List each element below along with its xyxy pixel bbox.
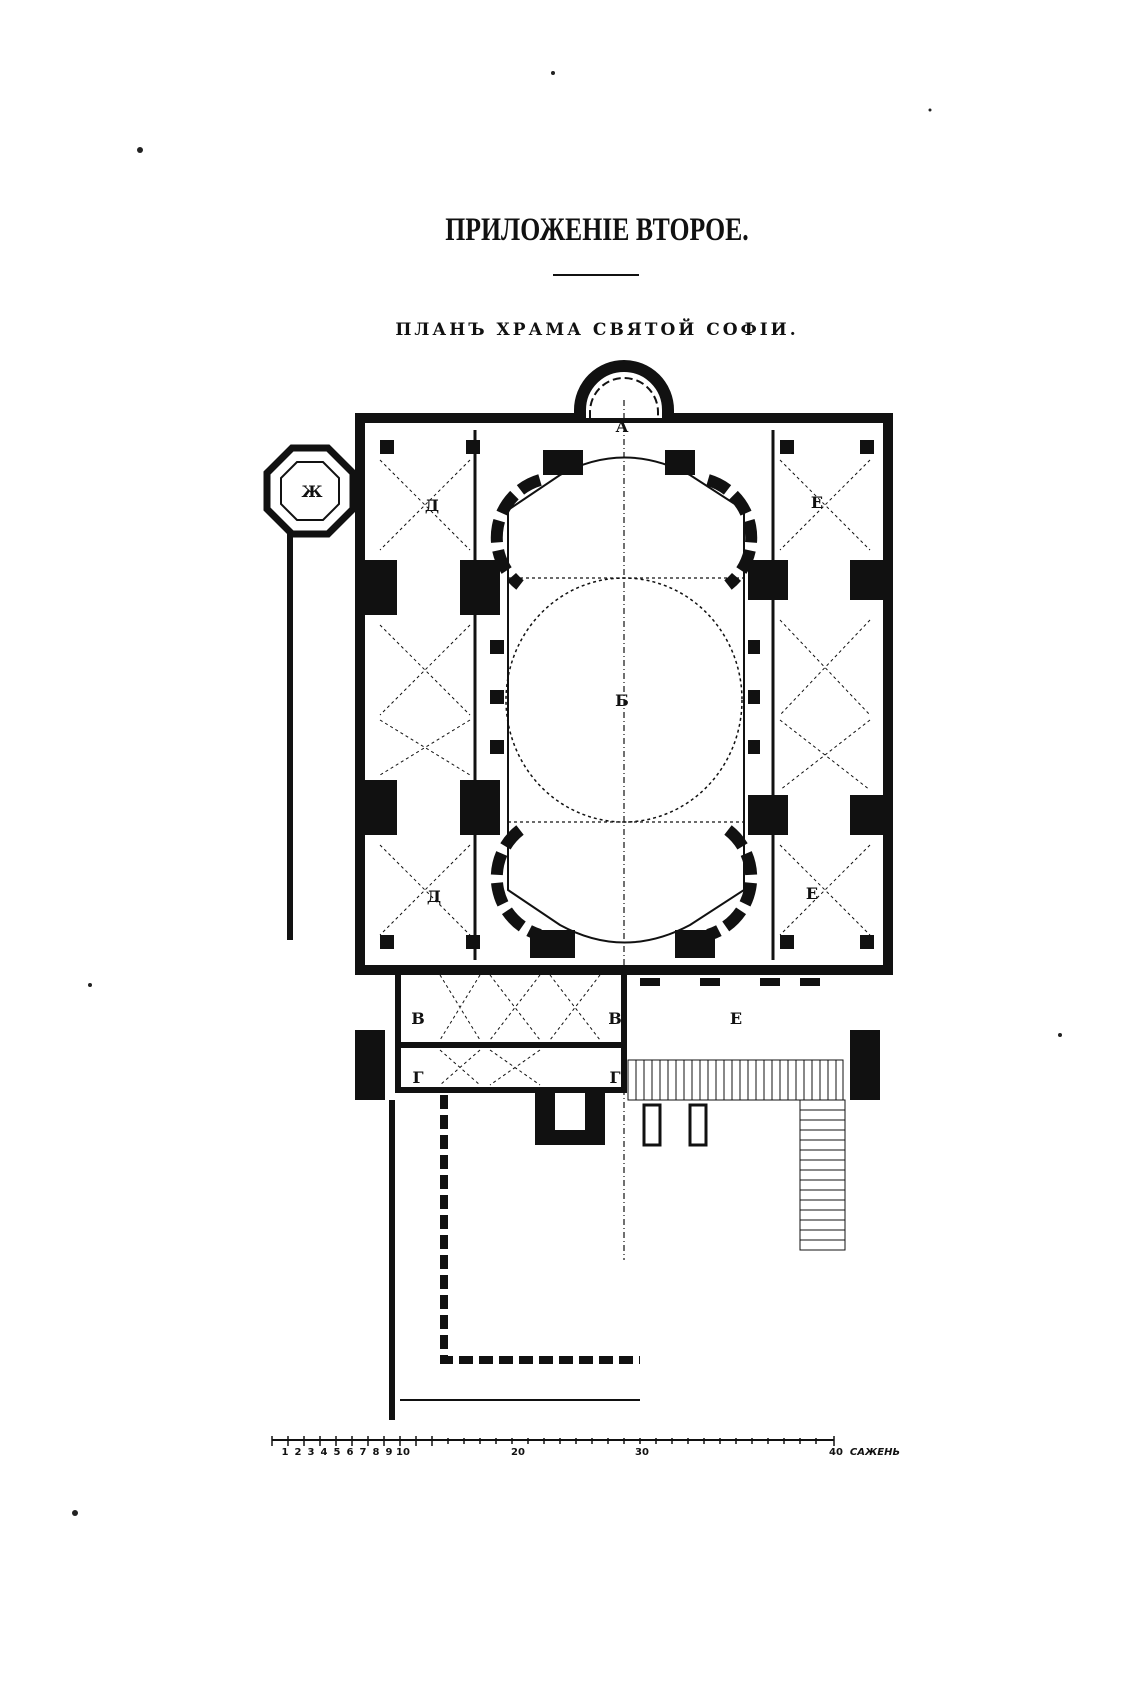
label-exonarthex-right: Г <box>609 1068 620 1087</box>
plan-drawing <box>263 360 893 1420</box>
label-baptistery: Ж <box>302 482 323 501</box>
scale-tick-40: 40 <box>829 1447 843 1458</box>
piers <box>362 440 886 958</box>
label-aisle-sw: Д <box>427 887 441 906</box>
vault-lines <box>379 459 871 936</box>
scale-tick-2: 2 <box>295 1447 302 1458</box>
scale-tick-8: 8 <box>373 1447 380 1458</box>
scale-bar: 1 2 3 4 5 6 7 8 9 10 20 30 40 САЖЕНЬ <box>271 1436 900 1458</box>
scale-tick-9: 9 <box>386 1447 393 1458</box>
scale-tick-30: 30 <box>635 1447 649 1458</box>
apse-wall <box>574 360 674 418</box>
title-divider <box>553 274 639 276</box>
label-aisle-nw: Д <box>425 496 439 515</box>
label-annex: Е <box>730 1009 742 1028</box>
page-title: ПРИЛОЖЕНІЕ ВТОРОЕ. <box>445 212 749 248</box>
scale-tick-7: 7 <box>360 1447 367 1458</box>
label-apse: А <box>615 417 628 436</box>
scale-tick-20: 20 <box>511 1447 525 1458</box>
scale-tick-4: 4 <box>321 1447 328 1458</box>
plan-title: ПЛАНЪ ХРАМА СВЯТОЙ СОФІИ. <box>395 320 799 340</box>
scale-tick-5: 5 <box>334 1447 341 1458</box>
scale-tick-3: 3 <box>308 1447 315 1458</box>
scale-tick-1: 1 <box>282 1447 289 1458</box>
label-exonarthex-left: Г <box>412 1068 423 1087</box>
label-nave: Б <box>615 691 629 710</box>
label-aisle-se: Е <box>806 884 818 903</box>
label-aisle-ne: Е <box>811 493 823 512</box>
scale-tick-6: 6 <box>347 1447 354 1458</box>
label-narthex-right: В <box>608 1009 622 1028</box>
scale-unit: САЖЕНЬ <box>850 1447 900 1458</box>
scale-tick-10: 10 <box>396 1447 410 1458</box>
label-narthex-left: В <box>411 1009 425 1028</box>
scan-specks <box>72 71 1062 1516</box>
stairs <box>627 1059 846 1251</box>
